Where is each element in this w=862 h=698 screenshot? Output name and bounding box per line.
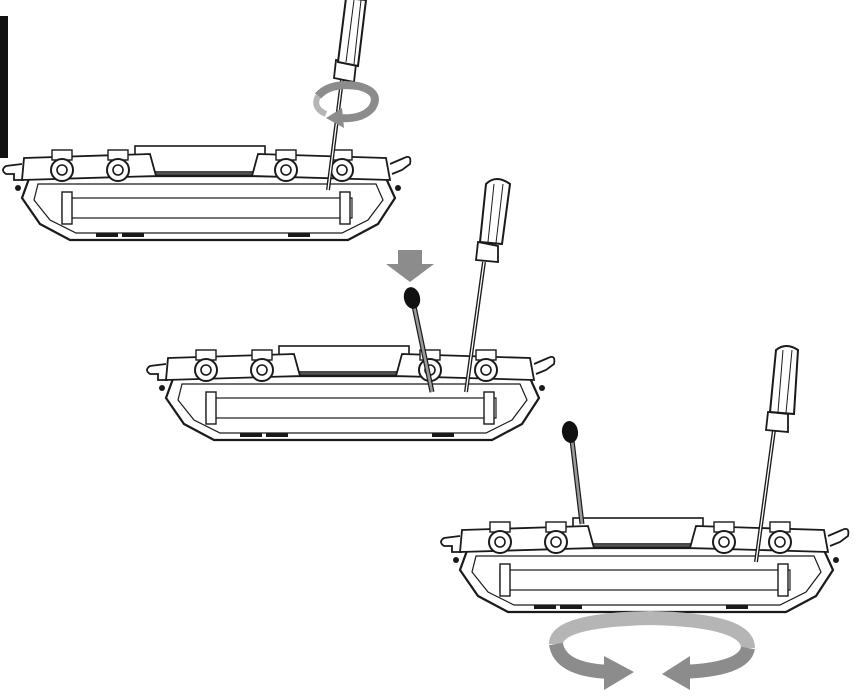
step-3-group <box>439 345 850 690</box>
pry-tool-icon <box>561 421 585 525</box>
pry-tool-icon <box>403 287 435 393</box>
step-1-group <box>1 0 412 242</box>
screwdriver-icon <box>754 345 800 563</box>
down-arrow-icon <box>386 250 434 282</box>
screwdriver-icon <box>326 0 368 191</box>
step-2-group <box>145 178 556 442</box>
locomotive-body <box>145 344 556 442</box>
circular-rotation-arrow-icon <box>549 610 755 690</box>
locomotive-body <box>439 516 850 614</box>
locomotive-body <box>1 144 412 242</box>
screwdriver-icon <box>464 178 512 393</box>
curved-rotation-arrow-icon <box>313 81 379 128</box>
edge-tab <box>0 16 8 158</box>
